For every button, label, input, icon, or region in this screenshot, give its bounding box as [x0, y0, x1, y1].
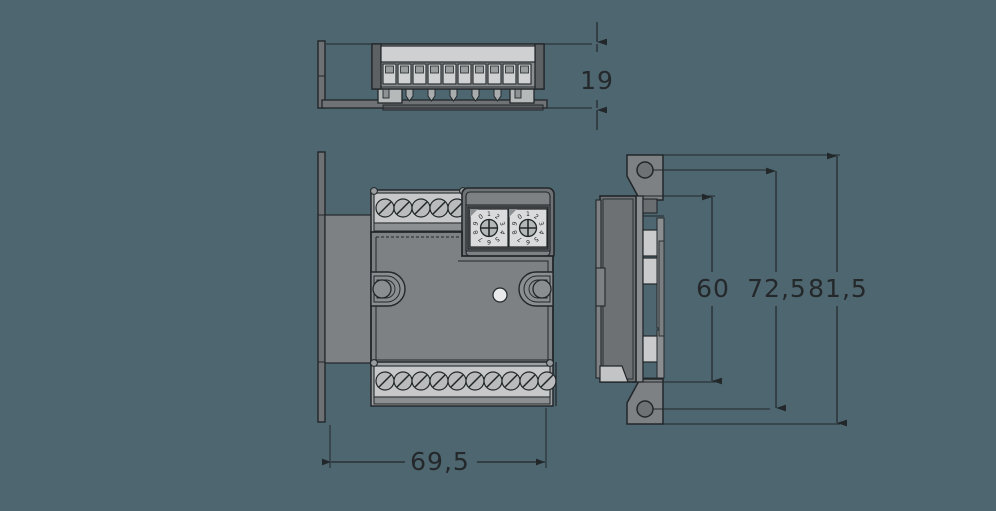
svg-text:9: 9	[472, 221, 480, 227]
front-view-switch-housing: 1 2 3 4 5 6 7 8 9 0	[461, 187, 555, 261]
side-view-extension-lines	[643, 154, 840, 425]
dimension-72-5: 72,5	[747, 167, 807, 412]
dimension-81-5: 81,5	[808, 152, 868, 427]
front-view-flange-plate	[317, 151, 326, 423]
svg-text:6: 6	[526, 238, 530, 245]
rotary-switch-b[interactable]: 1 2 3 4 5 6 7 8 9 0	[508, 208, 548, 248]
dimension-label-72-5: 72,5	[747, 274, 807, 303]
mounting-boss-right	[518, 271, 554, 307]
front-view-group: 1 2 3 4 5 6 7 8 9 0	[317, 151, 557, 468]
svg-text:2: 2	[532, 213, 539, 221]
side-view-terminal-strips	[642, 198, 665, 379]
dimension-label-69-5: 69,5	[410, 447, 470, 476]
dimension-label-60: 60	[696, 274, 730, 303]
svg-text:8: 8	[511, 229, 519, 235]
rotary-switch-a[interactable]: 1 2 3 4 5 6 7 8 9 0	[469, 208, 509, 248]
led-indicator	[492, 287, 508, 303]
mounting-boss-left	[370, 271, 406, 307]
svg-text:7: 7	[477, 235, 484, 243]
dimension-label-19: 19	[580, 66, 614, 95]
side-view-body	[595, 195, 637, 383]
svg-text:7: 7	[516, 235, 523, 243]
svg-text:1: 1	[526, 211, 530, 218]
svg-text:4: 4	[498, 229, 506, 235]
top-view-mounting-flange	[317, 40, 326, 109]
side-view-mounting-ear-top	[626, 154, 664, 201]
side-view-mounting-ear-bottom	[626, 378, 664, 425]
svg-text:5: 5	[532, 235, 539, 243]
svg-text:3: 3	[498, 221, 506, 227]
top-view-extension-lines	[326, 43, 592, 109]
svg-text:3: 3	[537, 221, 545, 227]
svg-text:8: 8	[472, 229, 480, 235]
front-view-top-terminal-strip	[370, 187, 467, 235]
svg-text:6: 6	[487, 238, 491, 245]
front-view-mounting-bosses	[370, 271, 554, 307]
svg-text:2: 2	[493, 213, 500, 221]
top-view-housing-bosses	[377, 85, 535, 104]
svg-text:9: 9	[511, 221, 519, 227]
front-view-bottom-screws	[375, 371, 557, 391]
front-view-bottom-terminal-strip	[370, 359, 557, 407]
svg-text:4: 4	[537, 229, 545, 235]
front-view-top-screws	[375, 198, 467, 218]
svg-text:0: 0	[477, 213, 484, 221]
svg-text:5: 5	[493, 235, 500, 243]
top-view-group	[317, 40, 592, 111]
side-view-group	[595, 154, 840, 425]
top-view-terminal-block	[371, 43, 545, 90]
dimension-label-81-5: 81,5	[808, 274, 868, 303]
top-view-terminal-openings	[382, 63, 532, 85]
dimension-69-5: 69,5	[322, 447, 545, 476]
dimension-19: 19	[580, 22, 614, 130]
svg-text:0: 0	[516, 213, 523, 221]
dimension-60: 60	[696, 193, 730, 385]
svg-text:1: 1	[487, 211, 491, 218]
